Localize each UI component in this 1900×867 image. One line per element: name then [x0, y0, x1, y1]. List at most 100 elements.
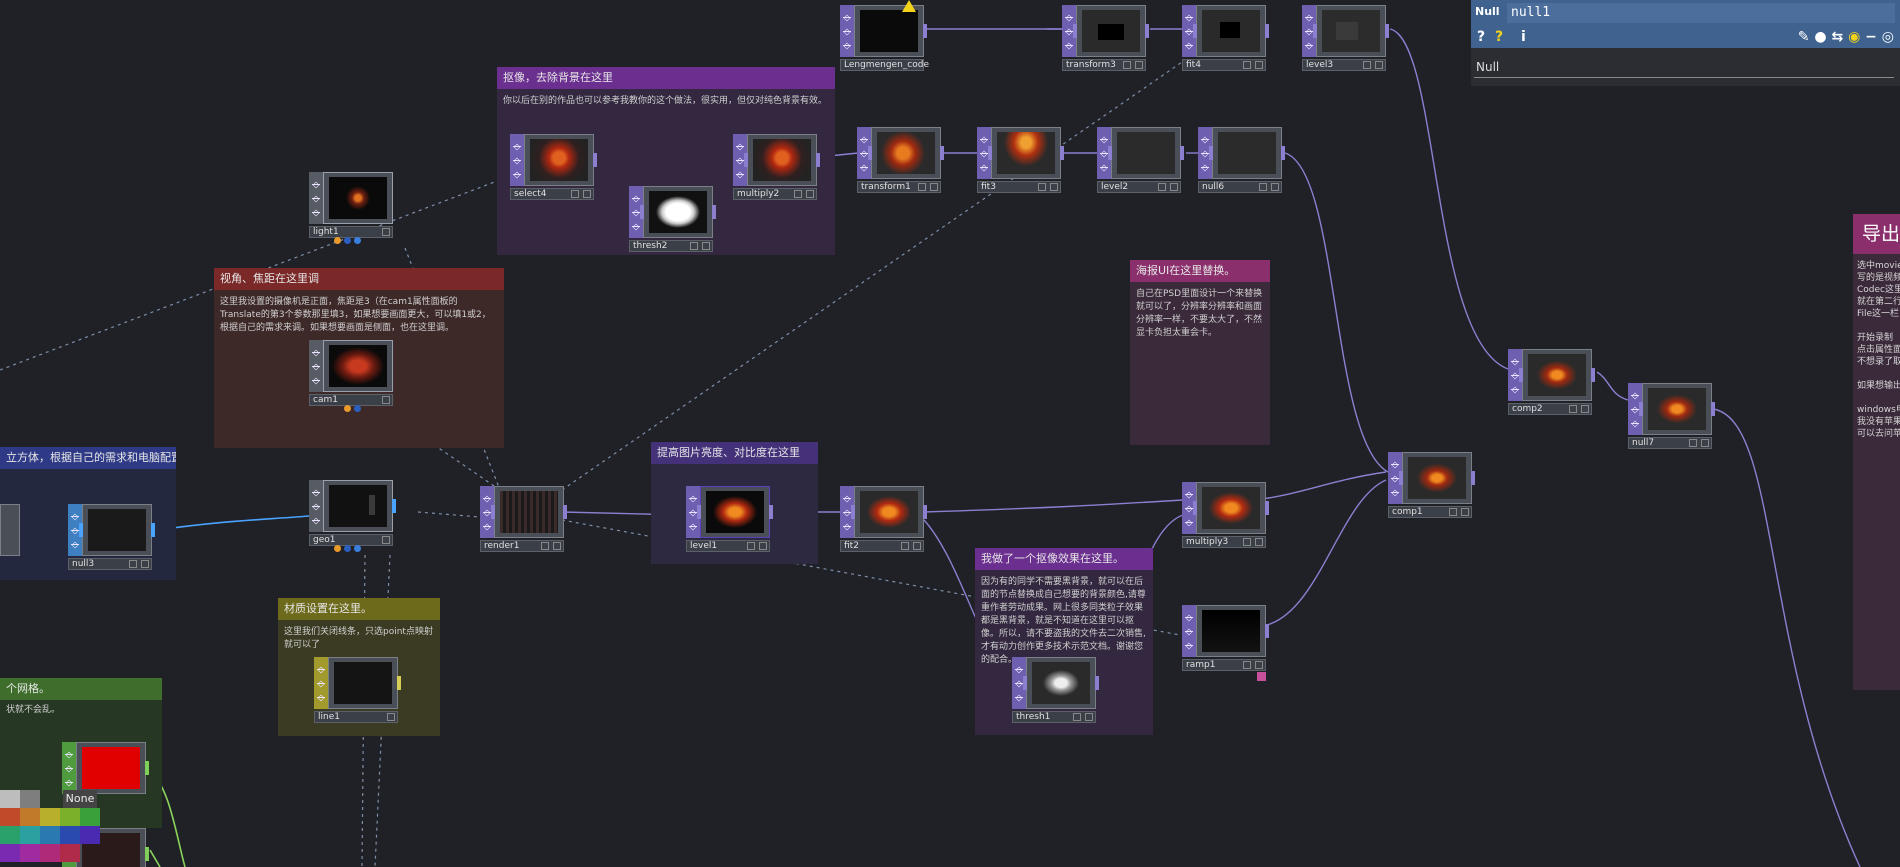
- node-viewer[interactable]: [524, 134, 597, 186]
- viewer-flag[interactable]: [387, 713, 395, 721]
- output-connector[interactable]: [593, 153, 597, 167]
- output-connector[interactable]: [1711, 402, 1715, 416]
- output-connector[interactable]: [1471, 471, 1475, 485]
- output-connector[interactable]: [923, 24, 927, 38]
- node-label[interactable]: level3: [1302, 59, 1386, 71]
- output-connector[interactable]: [769, 505, 773, 519]
- color-swatch[interactable]: [40, 808, 60, 826]
- node-side[interactable]: [309, 480, 324, 532]
- input-connector[interactable]: [868, 146, 872, 160]
- python-help-icon[interactable]: ?: [1495, 29, 1504, 45]
- bypass-flag[interactable]: [1461, 508, 1469, 516]
- input-connector[interactable]: [1023, 676, 1027, 690]
- color-swatch[interactable]: [20, 790, 40, 808]
- node-viewer[interactable]: [868, 127, 944, 179]
- node-label[interactable]: null6: [1198, 181, 1282, 193]
- minus-icon[interactable]: −: [1865, 29, 1877, 45]
- viewer-flag[interactable]: [1689, 439, 1697, 447]
- node-side[interactable]: [840, 5, 855, 57]
- node-name-field[interactable]: null1: [1507, 3, 1895, 23]
- bypass-flag[interactable]: [1255, 61, 1263, 69]
- viewer-flag[interactable]: [1158, 183, 1166, 191]
- input-connector[interactable]: [851, 505, 855, 519]
- bypass-flag[interactable]: [141, 560, 149, 568]
- node-label[interactable]: cam1: [309, 394, 393, 412]
- warning-icon[interactable]: [902, 0, 916, 12]
- color-swatch[interactable]: [80, 826, 100, 844]
- node-label[interactable]: render1: [480, 540, 564, 552]
- output-connector[interactable]: [712, 205, 716, 219]
- node-label[interactable]: fit2: [840, 540, 924, 552]
- node-label[interactable]: multiply3: [1182, 536, 1266, 548]
- viewer-flag[interactable]: [382, 228, 390, 236]
- node-label[interactable]: thresh2: [629, 240, 713, 252]
- viewer-flag[interactable]: [1243, 661, 1251, 669]
- node-viewer[interactable]: [697, 486, 773, 538]
- color-none-button[interactable]: None: [63, 790, 97, 808]
- color-swatch[interactable]: [60, 844, 80, 862]
- clone-icon[interactable]: ⇆: [1831, 29, 1844, 45]
- node-label[interactable]: ramp1: [1182, 659, 1266, 671]
- output-connector[interactable]: [923, 505, 927, 519]
- color-swatch[interactable]: [60, 826, 80, 844]
- node-viewer[interactable]: [79, 504, 155, 556]
- node-side[interactable]: [309, 172, 324, 224]
- bypass-flag[interactable]: [1085, 713, 1093, 721]
- node-label[interactable]: thresh1: [1012, 711, 1096, 723]
- viewer-flag[interactable]: [1569, 405, 1577, 413]
- node-label[interactable]: geo1: [309, 534, 393, 552]
- node-label[interactable]: fit4: [1182, 59, 1266, 71]
- bypass-flag[interactable]: [759, 542, 767, 550]
- bypass-flag[interactable]: [1375, 61, 1383, 69]
- node-label[interactable]: null7: [1628, 437, 1712, 449]
- bypass-flag[interactable]: [1255, 661, 1263, 669]
- parameter-panel[interactable]: Null null1 ? ? i ✎ ● ⇆ ◉ − ◎ Null: [1471, 0, 1900, 86]
- node-label[interactable]: comp1: [1388, 506, 1472, 518]
- output-connector[interactable]: [1180, 146, 1184, 160]
- input-connector[interactable]: [1639, 402, 1643, 416]
- node-viewer[interactable]: [323, 340, 393, 392]
- node-viewer[interactable]: [1313, 5, 1389, 57]
- node-viewer[interactable]: [1073, 5, 1149, 57]
- node-label[interactable]: light1: [309, 226, 393, 244]
- viewer-flag[interactable]: [1259, 183, 1267, 191]
- input-connector[interactable]: [1399, 471, 1403, 485]
- node-viewer[interactable]: [988, 127, 1064, 179]
- bypass-flag[interactable]: [1170, 183, 1178, 191]
- color-swatch[interactable]: [60, 808, 80, 826]
- viewer-flag[interactable]: [541, 542, 549, 550]
- bypass-flag[interactable]: [1050, 183, 1058, 191]
- node-label[interactable]: level2: [1097, 181, 1181, 193]
- input-connector[interactable]: [744, 153, 748, 167]
- output-connector[interactable]: [1060, 146, 1064, 160]
- node-viewer[interactable]: [1023, 657, 1099, 709]
- node-viewer[interactable]: [323, 172, 393, 224]
- node-side[interactable]: [62, 742, 77, 794]
- input-connector[interactable]: [1073, 24, 1077, 38]
- output-connector[interactable]: [816, 153, 820, 167]
- node-side[interactable]: [1182, 605, 1197, 657]
- output-connector[interactable]: [1265, 24, 1269, 38]
- bypass-flag[interactable]: [1581, 405, 1589, 413]
- viewer-flag[interactable]: [1363, 61, 1371, 69]
- bypass-flag[interactable]: [702, 242, 710, 250]
- comment-icon[interactable]: ●: [1814, 29, 1827, 45]
- input-connector[interactable]: [1519, 368, 1523, 382]
- output-connector[interactable]: [1591, 368, 1595, 382]
- output-connector[interactable]: [563, 505, 567, 519]
- output-connector[interactable]: [145, 847, 149, 861]
- viewer-flag[interactable]: [1073, 713, 1081, 721]
- color-swatch[interactable]: [0, 790, 20, 808]
- node-viewer[interactable]: [1196, 605, 1269, 657]
- output-connector[interactable]: [940, 146, 944, 160]
- input-connector[interactable]: [491, 505, 495, 519]
- viewer-flag[interactable]: [794, 190, 802, 198]
- viewer-flag[interactable]: [1243, 61, 1251, 69]
- bypass-flag[interactable]: [1255, 538, 1263, 546]
- comment-poster[interactable]: 海报UI在这里替换。 自己在PSD里面设计一个来替换就可以了，分辨率分辨率和画面…: [1130, 260, 1270, 445]
- output-connector[interactable]: [392, 499, 396, 513]
- node-side[interactable]: [314, 657, 329, 709]
- viewer-flag[interactable]: [1123, 61, 1131, 69]
- node-viewer[interactable]: [640, 186, 716, 238]
